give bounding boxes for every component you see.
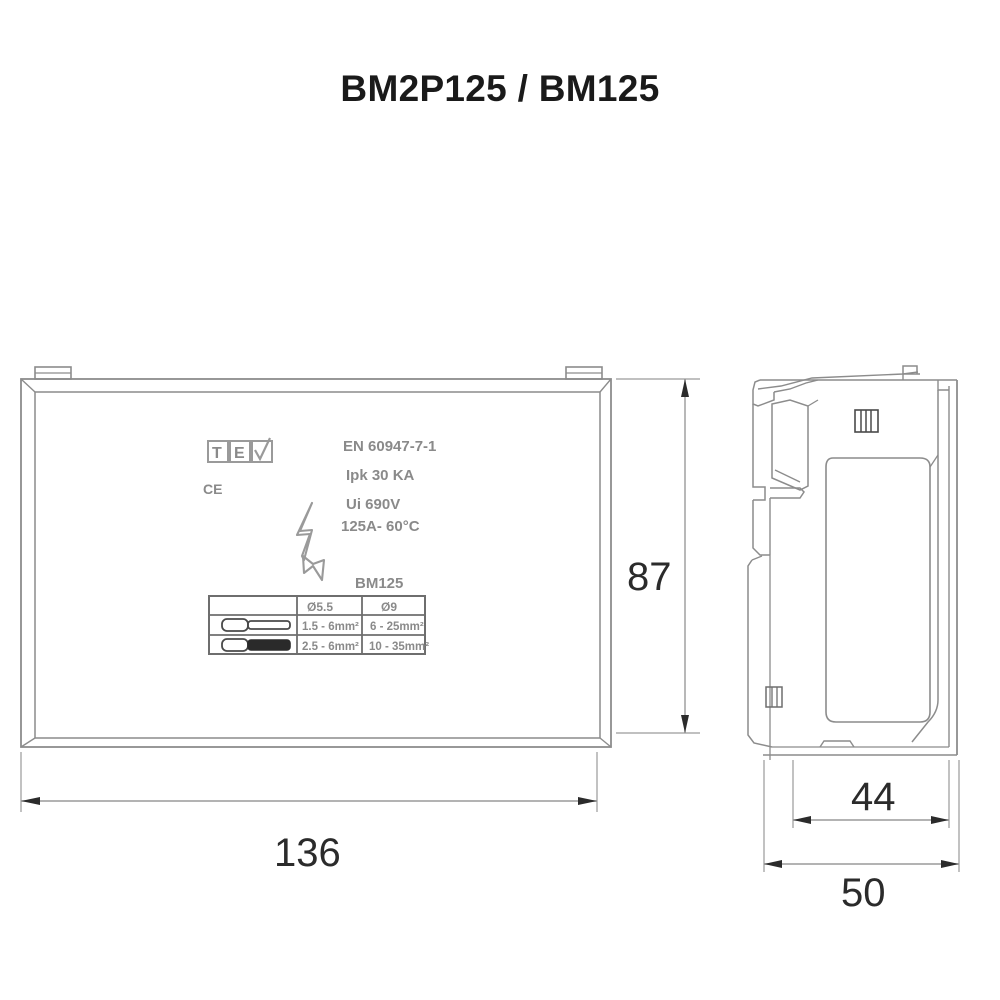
front-view: T E CE EN 60947-7-1 Ipk 30 KA Ui 690V 12… [20, 366, 700, 875]
wire-table-cell: 6 - 25mm² [370, 621, 424, 633]
ce-mark: CE [203, 481, 222, 497]
dimension-depth-44: 44 [792, 760, 950, 828]
page-title: BM2P125 / BM125 [340, 68, 660, 109]
spec-line-1: Ipk 30 KA [346, 467, 415, 484]
ferrule-hollow-icon [221, 618, 291, 632]
svg-text:E: E [234, 445, 245, 462]
front-view-body [20, 378, 612, 748]
wire-table-cell: 2.5 - 6mm² [302, 641, 359, 653]
dimension-label-height: 87 [627, 555, 672, 599]
spec-lines: EN 60947-7-1 Ipk 30 KA Ui 690V 125A- 60°… [341, 438, 436, 535]
spec-line-3: 125A- 60°C [341, 518, 420, 535]
brand-logo-tev: T E [207, 437, 273, 463]
wire-table-col-2: Ø9 [381, 600, 397, 614]
dimension-label-width: 136 [274, 831, 341, 875]
label-block: T E CE EN 60947-7-1 Ipk 30 KA Ui 690V 12… [203, 437, 436, 655]
dimension-depth-50: 50 [763, 760, 960, 915]
wire-gauge-table: Ø5.5 Ø9 1.5 - 6mm² 6 - 25mm² [208, 595, 429, 655]
spec-line-2: Ui 690V [346, 496, 400, 513]
wire-table-header: Ø5.5 Ø9 [307, 600, 397, 614]
front-view-top-tabs [34, 366, 603, 380]
wire-table-col-1: Ø5.5 [307, 600, 333, 614]
side-view-outline [747, 365, 958, 760]
wire-table-cell: 10 - 35mm² [369, 641, 429, 653]
spec-line-0: EN 60947-7-1 [343, 438, 436, 455]
lightning-bolt-icon [295, 501, 326, 582]
side-view: 44 50 [747, 365, 960, 915]
vent-slot-icon [854, 409, 879, 433]
dimension-label-depth-outer: 50 [841, 871, 886, 915]
wire-table-cell: 1.5 - 6mm² [302, 621, 359, 633]
dimension-width-136: 136 [20, 752, 598, 875]
svg-text:T: T [212, 445, 222, 462]
table-row: 2.5 - 6mm² 10 - 35mm² [221, 638, 429, 653]
table-row: 1.5 - 6mm² 6 - 25mm² [221, 618, 424, 633]
ferrule-filled-icon [221, 638, 291, 652]
dimension-label-depth-inner: 44 [851, 775, 896, 819]
wire-table-caption: BM125 [355, 575, 403, 592]
dimension-height-87: 87 [616, 378, 700, 734]
